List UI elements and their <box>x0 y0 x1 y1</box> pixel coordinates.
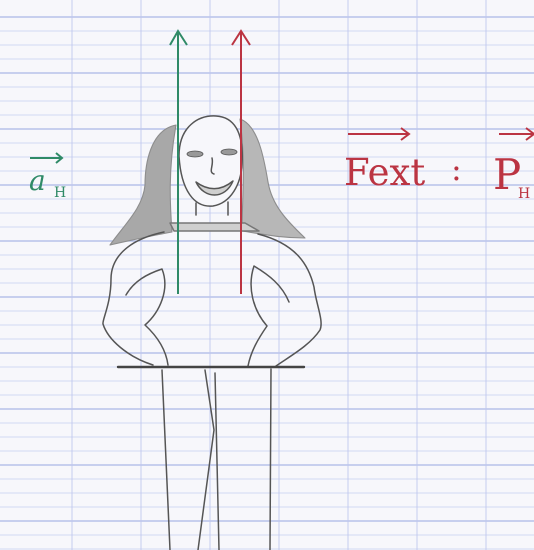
force-label-group: Fext : P H <box>344 127 534 202</box>
left-arm <box>125 268 169 366</box>
nose <box>210 157 215 175</box>
equals-label: : <box>451 150 462 188</box>
force-vector-head <box>400 127 411 141</box>
notebook-grid <box>0 16 534 550</box>
acceleration-label: a <box>29 164 46 197</box>
person-figure <box>102 115 322 550</box>
mouth <box>195 180 234 196</box>
right-arm <box>247 265 290 367</box>
weight-vector-head <box>525 127 534 141</box>
left-eye <box>186 150 204 158</box>
external-force-arrow <box>231 29 251 294</box>
acceleration-label-group: a H <box>29 152 66 201</box>
neck-base <box>169 222 260 232</box>
acceleration-arrow <box>169 29 188 294</box>
acceleration-vector-head <box>55 152 64 164</box>
right-eye <box>220 148 238 156</box>
neck <box>195 201 229 216</box>
acceleration-subscript: H <box>54 185 66 201</box>
hair-right <box>239 118 306 239</box>
external-force-arrow-head <box>231 29 251 46</box>
head <box>178 115 243 207</box>
torso-outline <box>102 231 322 367</box>
legs <box>161 368 272 550</box>
force-label: Fext <box>344 151 425 194</box>
weight-label: P <box>493 150 521 199</box>
weight-subscript: H <box>518 186 530 202</box>
hair <box>109 124 177 246</box>
acceleration-arrow-head <box>169 29 188 46</box>
